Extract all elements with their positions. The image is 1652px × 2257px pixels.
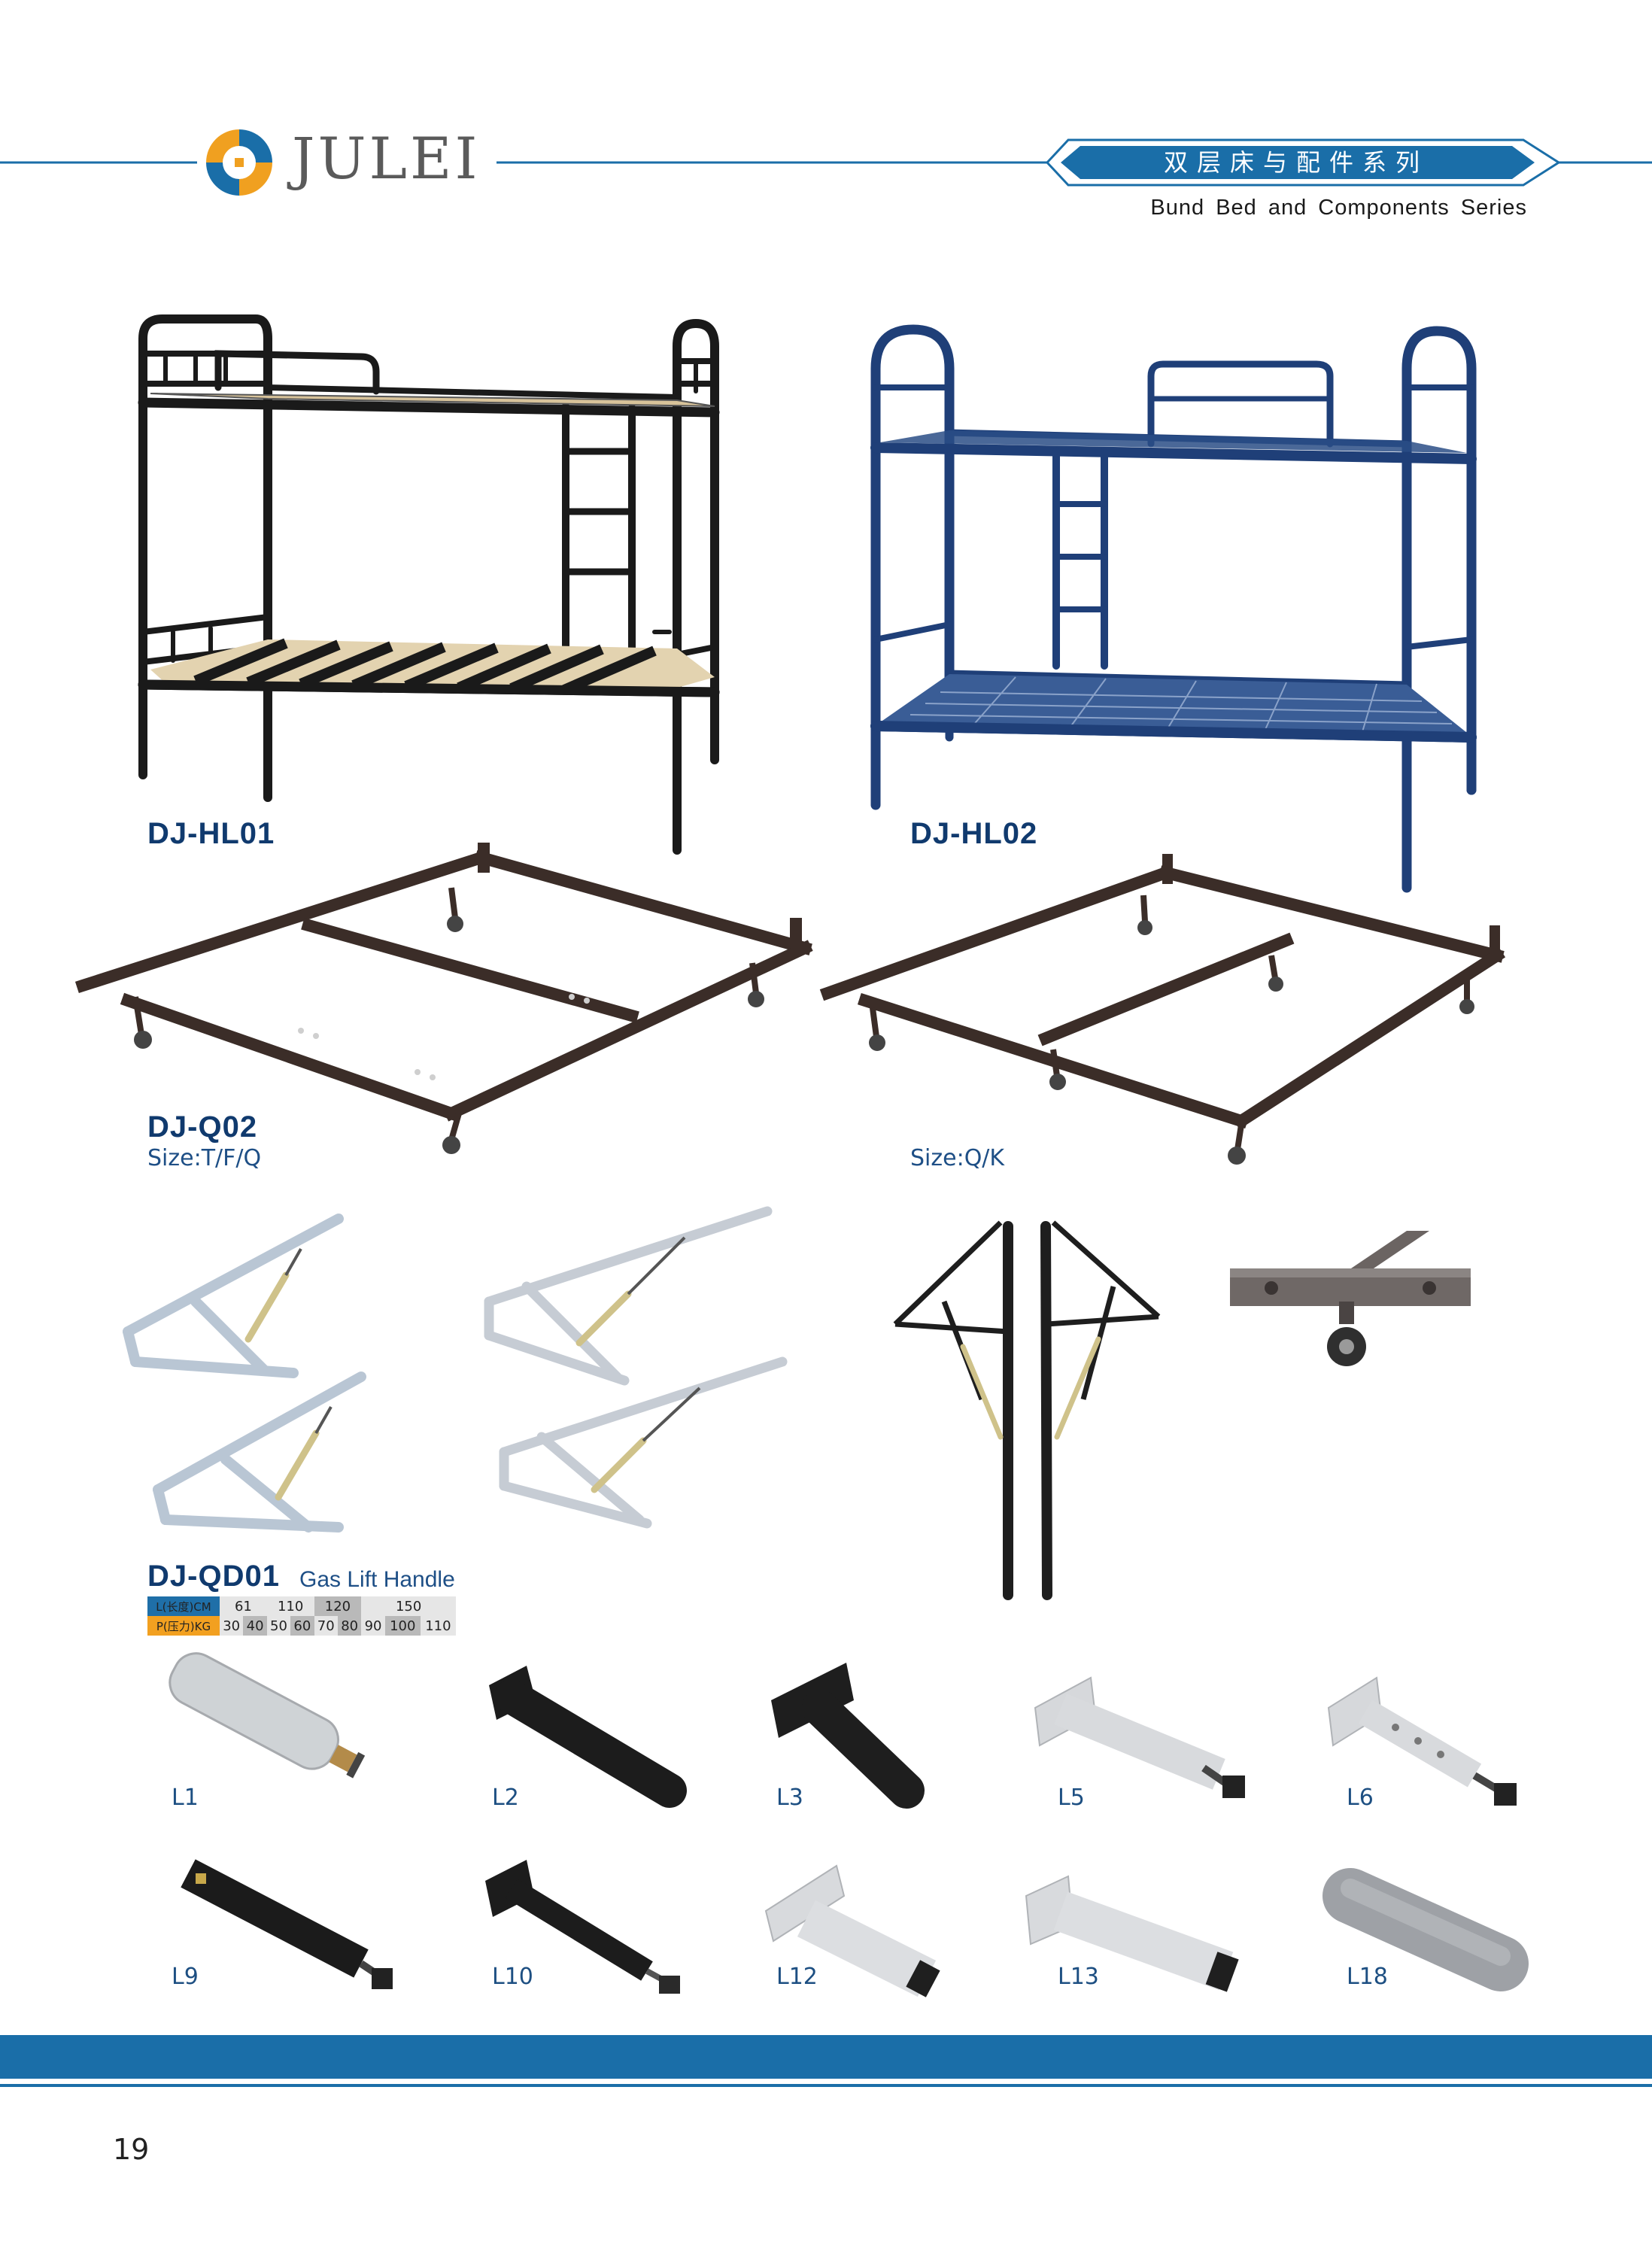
leg-l1-image (169, 1652, 366, 1779)
gas-lift-model-label: DJ-QD01 (147, 1560, 280, 1593)
length-header: L(长度)CM (147, 1596, 220, 1616)
frame-caster-detail-image (1230, 1231, 1471, 1366)
leg-code: L6 (1347, 1785, 1374, 1811)
leg-l13-image (1025, 1875, 1239, 1992)
bunk-bed-black-image (138, 314, 720, 855)
length-cell: 150 (361, 1596, 456, 1616)
leg-l6-image (1327, 1676, 1517, 1806)
pressure-cell: 90 (361, 1616, 385, 1636)
spec-row-pressure: P(压力)KG 30 40 50 60 70 80 90 100 110 (147, 1616, 456, 1636)
pressure-cell: 70 (314, 1616, 338, 1636)
metal-bed-frame-twin-image (74, 843, 813, 1154)
leg-code: L3 (776, 1785, 803, 1811)
pressure-cell: 30 (220, 1616, 244, 1636)
pressure-cell: 100 (384, 1616, 421, 1636)
brand-logo-icon (206, 129, 272, 196)
leg-l18-image (1323, 1868, 1529, 1991)
length-cell: 120 (314, 1596, 362, 1616)
gas-lift-long-arm-image (893, 1220, 1161, 1600)
gas-lift-spec-table: L(长度)CM 61 110 120 150 P(压力)KG 30 40 50 … (147, 1596, 456, 1636)
frame-model-label: DJ-Q02 (147, 1110, 258, 1144)
spec-row-length: L(长度)CM 61 110 120 150 (147, 1596, 456, 1616)
leg-code: L10 (492, 1964, 533, 1990)
bed-model-label: DJ-HL02 (910, 817, 1038, 850)
pressure-cell: 60 (290, 1616, 314, 1636)
length-cell: 110 (266, 1596, 314, 1616)
pressure-header: P(压力)KG (147, 1616, 220, 1636)
leg-l9-image (181, 1859, 393, 1989)
length-cell: 61 (220, 1596, 267, 1616)
leg-code: L18 (1347, 1964, 1388, 1990)
footer-thin-line (0, 2084, 1652, 2087)
gas-lift-hinge-pair-b-image (484, 1206, 788, 1529)
bed-model-label: DJ-HL01 (147, 817, 275, 850)
header-decoration (0, 138, 1652, 187)
frame-size-label: Size:Q/K (910, 1145, 1005, 1171)
footer-band (0, 2035, 1652, 2079)
page-number: 19 (113, 2133, 150, 2166)
leg-code: L12 (776, 1964, 818, 1990)
leg-l2-image (489, 1666, 687, 1808)
leg-l12-image (764, 1864, 940, 1997)
leg-l3-image (771, 1663, 925, 1809)
leg-code: L5 (1058, 1785, 1085, 1811)
leg-l5-image (1034, 1676, 1245, 1798)
pressure-cell: 80 (337, 1616, 362, 1636)
pressure-cell: 110 (420, 1616, 456, 1636)
leg-l10-image (485, 1860, 680, 1994)
metal-bed-frame-queen-king-image (819, 854, 1506, 1165)
pressure-cell: 50 (266, 1616, 291, 1636)
pressure-cell: 40 (243, 1616, 267, 1636)
series-title-chinese: 双层床与配件系列 (1163, 148, 1429, 177)
gas-lift-name-label: Gas Lift Handle (299, 1567, 455, 1592)
leg-code: L13 (1058, 1964, 1099, 1990)
leg-code: L1 (172, 1785, 199, 1811)
gas-lift-hinge-pair-a-image (123, 1214, 366, 1533)
leg-code: L9 (172, 1964, 199, 1990)
bunk-bed-blue-image (870, 324, 1477, 893)
frame-size-label: Size:T/F/Q (147, 1145, 262, 1171)
brand-name: JULEI (292, 125, 481, 192)
leg-code: L2 (492, 1785, 519, 1811)
series-title-english: Bund Bed and Components Series (1150, 196, 1527, 220)
